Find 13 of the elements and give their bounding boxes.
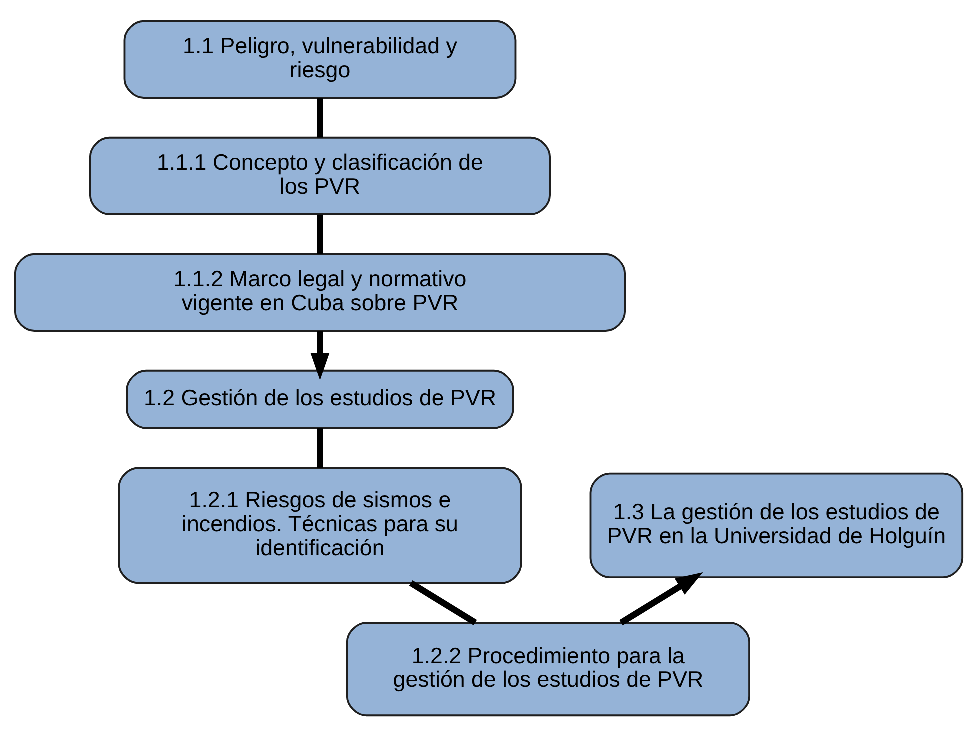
node-box: 1.1.1 Concepto y clasificación de los PVR (88, 136, 550, 215)
node-box: 1.2.2 Procedimiento para la gestión de los estudios de PVR (346, 622, 750, 716)
arrow (619, 572, 703, 626)
connector (316, 214, 323, 254)
node-box: 1.3 La gestión de los estudios de PVR en la Universidad de Holguín (589, 472, 964, 578)
node-box: 1.2.1 Riesgos de sismos e incendios. Técnicas para su identificación (118, 466, 522, 584)
connector (316, 428, 323, 468)
connector (408, 580, 477, 626)
node-box: 1.1 Peligro, vulnerabilidad y riesgo (123, 20, 516, 98)
node-box: 1.1.2 Marco legal y normativo vigente en Cuba sobre PVR (14, 252, 626, 332)
node-box: 1.2 Gestión de los estudios de PVR (126, 369, 514, 429)
arrow (310, 330, 330, 380)
connector (316, 98, 323, 138)
